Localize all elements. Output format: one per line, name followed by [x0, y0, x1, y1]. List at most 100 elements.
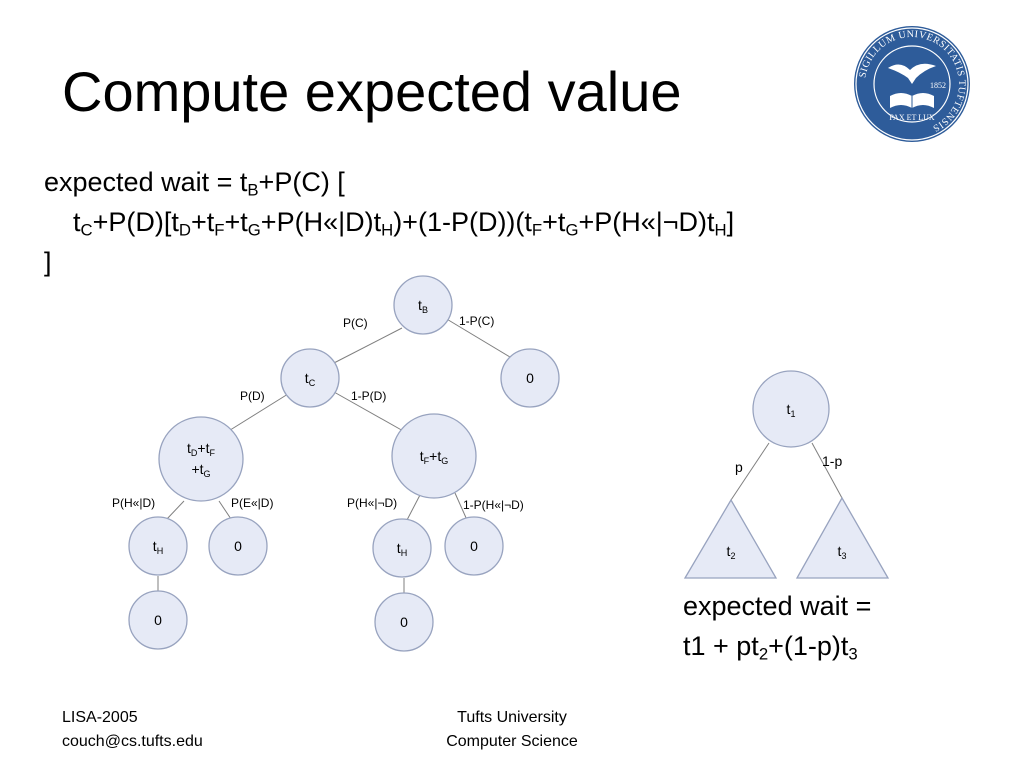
node-tDFG-circle — [158, 416, 244, 502]
text-segment: +t — [191, 461, 203, 477]
expected-wait-formula-line-1: expected wait = tB+P(C) [ — [44, 166, 345, 200]
node-tFG: tF+tG — [391, 413, 477, 499]
subscript-segment: F — [209, 448, 215, 458]
node-t3-label: t3 — [838, 543, 847, 561]
text-segment: +t — [224, 207, 248, 237]
subscript-segment: 3 — [848, 644, 858, 664]
node-tC-label: tC — [305, 370, 316, 388]
edge-tFG-tH — [406, 494, 421, 521]
text-segment: )+(1-P(D))(t — [393, 207, 532, 237]
text-segment: 0 — [234, 538, 242, 554]
subscript-segment: G — [247, 220, 261, 240]
edge-t1-t3 — [811, 442, 843, 499]
node-t1-circle — [752, 370, 830, 448]
text-segment: 0 — [400, 614, 408, 630]
node-tFG-label: tF+tG — [420, 448, 448, 466]
node-tH-left: tH — [128, 516, 188, 576]
node-tB-circle — [393, 275, 453, 335]
node-zero-left-bottom-label: 0 — [154, 612, 162, 628]
node-zero-right-mid-circle — [444, 516, 504, 576]
text-segment: +t — [197, 440, 209, 456]
subscript-segment: F — [531, 220, 543, 240]
subscript-segment: D — [191, 448, 198, 458]
footer-left: LISA-2005 couch@cs.tufts.edu — [62, 706, 203, 754]
node-tDFG-label-1: tD+tF — [187, 440, 215, 458]
node-zero-right-bottom-label: 0 — [400, 614, 408, 630]
seal-outer-rim — [855, 27, 969, 141]
subscript-segment: B — [247, 180, 259, 200]
footer-department: Computer Science — [446, 733, 578, 750]
simple-expected-wait-line-1: expected wait = — [683, 590, 871, 624]
expected-wait-formula-line-2: tC+P(D)[tD+tF+tG+P(H«|D)tH)+(1-P(D))(tF+… — [73, 206, 734, 240]
node-zero-left-bottom: 0 — [128, 590, 188, 650]
footer-conference: LISA-2005 — [62, 709, 138, 726]
text-segment: t — [787, 401, 791, 417]
node-tC: tC — [280, 348, 340, 408]
subscript-segment: B — [422, 305, 428, 315]
node-tH-left-circle — [128, 516, 188, 576]
text-segment: expected wait = t — [44, 167, 248, 197]
node-zero-right-mid-label: 0 — [470, 538, 478, 554]
text-segment: t — [420, 448, 424, 464]
slide-title: Compute expected value — [62, 60, 682, 123]
seal-motto: PAX ET LUX — [889, 113, 935, 122]
edge-label-pE-given-D: P(E«|D) — [231, 496, 273, 510]
node-t3: t3 — [795, 496, 890, 579]
text-segment: t — [305, 370, 309, 386]
text-segment: t — [153, 538, 157, 554]
edge-label-one-minus-pD: 1-P(D) — [351, 389, 386, 403]
node-zero-right-circle — [500, 348, 560, 408]
edge-label-one-minus-p: 1-p — [822, 453, 842, 469]
node-tB: tB — [393, 275, 453, 335]
text-segment: t — [397, 540, 401, 556]
node-zero-right-mid: 0 — [444, 516, 504, 576]
subscript-segment: 2 — [758, 644, 769, 664]
seal-dove-icon — [888, 63, 936, 84]
node-zero-left-mid: 0 — [208, 516, 268, 576]
node-t1-label: t1 — [787, 401, 796, 419]
text-segment: ] — [726, 207, 735, 237]
edge-label-p: p — [735, 459, 743, 475]
edge-tFG-zero — [454, 492, 468, 521]
text-segment: +(1-p)t — [768, 631, 849, 661]
node-tH-right-circle — [372, 518, 432, 578]
simple-expected-wait-line-2: t1 + pt2+(1-p)t3 — [683, 630, 858, 664]
node-t2: t2 — [683, 498, 778, 579]
subscript-segment: G — [204, 469, 211, 479]
text-segment: +P(H«|¬D)t — [578, 207, 715, 237]
edge-label-one-minus-pC: 1-P(C) — [459, 314, 494, 328]
edge-tDFG-tH — [165, 500, 185, 521]
subscript-segment: F — [424, 456, 430, 466]
tree-edges — [157, 317, 511, 594]
text-segment: t1 + pt — [683, 631, 759, 661]
footer-university: Tufts University — [457, 709, 567, 726]
seal-year: 1852 — [930, 81, 946, 90]
text-segment: ] — [44, 247, 52, 277]
node-tDFG-label-2: +tG — [191, 461, 210, 479]
node-tH-right-label: tH — [397, 540, 407, 558]
edge-t1-t2 — [730, 442, 770, 501]
text-segment: +t — [190, 207, 215, 237]
subscript-segment: H — [401, 548, 408, 558]
subscript-segment: G — [441, 456, 448, 466]
footer-center: Tufts University Computer Science — [388, 706, 636, 754]
node-t2-label: t2 — [727, 543, 736, 561]
simple-tree: t1 t2 t3 p 1-p — [683, 370, 890, 579]
node-tH-right: tH — [372, 518, 432, 578]
subscript-segment: D — [178, 220, 191, 240]
footer-email: couch@cs.tufts.edu — [62, 733, 203, 750]
subscript-segment: H — [157, 546, 164, 556]
text-segment: +P(D)[t — [92, 207, 179, 237]
text-segment: +P(C) [ — [258, 167, 345, 197]
subscript-segment: 2 — [730, 551, 735, 561]
node-zero-left-mid-label: 0 — [234, 538, 242, 554]
node-zero-left-mid-circle — [208, 516, 268, 576]
edge-label-pH-given-notD: P(H«|¬D) — [347, 496, 397, 510]
expected-wait-formula-line-3: ] — [44, 246, 52, 280]
subscript-segment: H — [381, 220, 394, 240]
node-tFG-circle — [391, 413, 477, 499]
text-segment: +t — [542, 207, 566, 237]
node-t1: t1 — [752, 370, 830, 448]
subscript-segment: 1 — [790, 409, 795, 419]
